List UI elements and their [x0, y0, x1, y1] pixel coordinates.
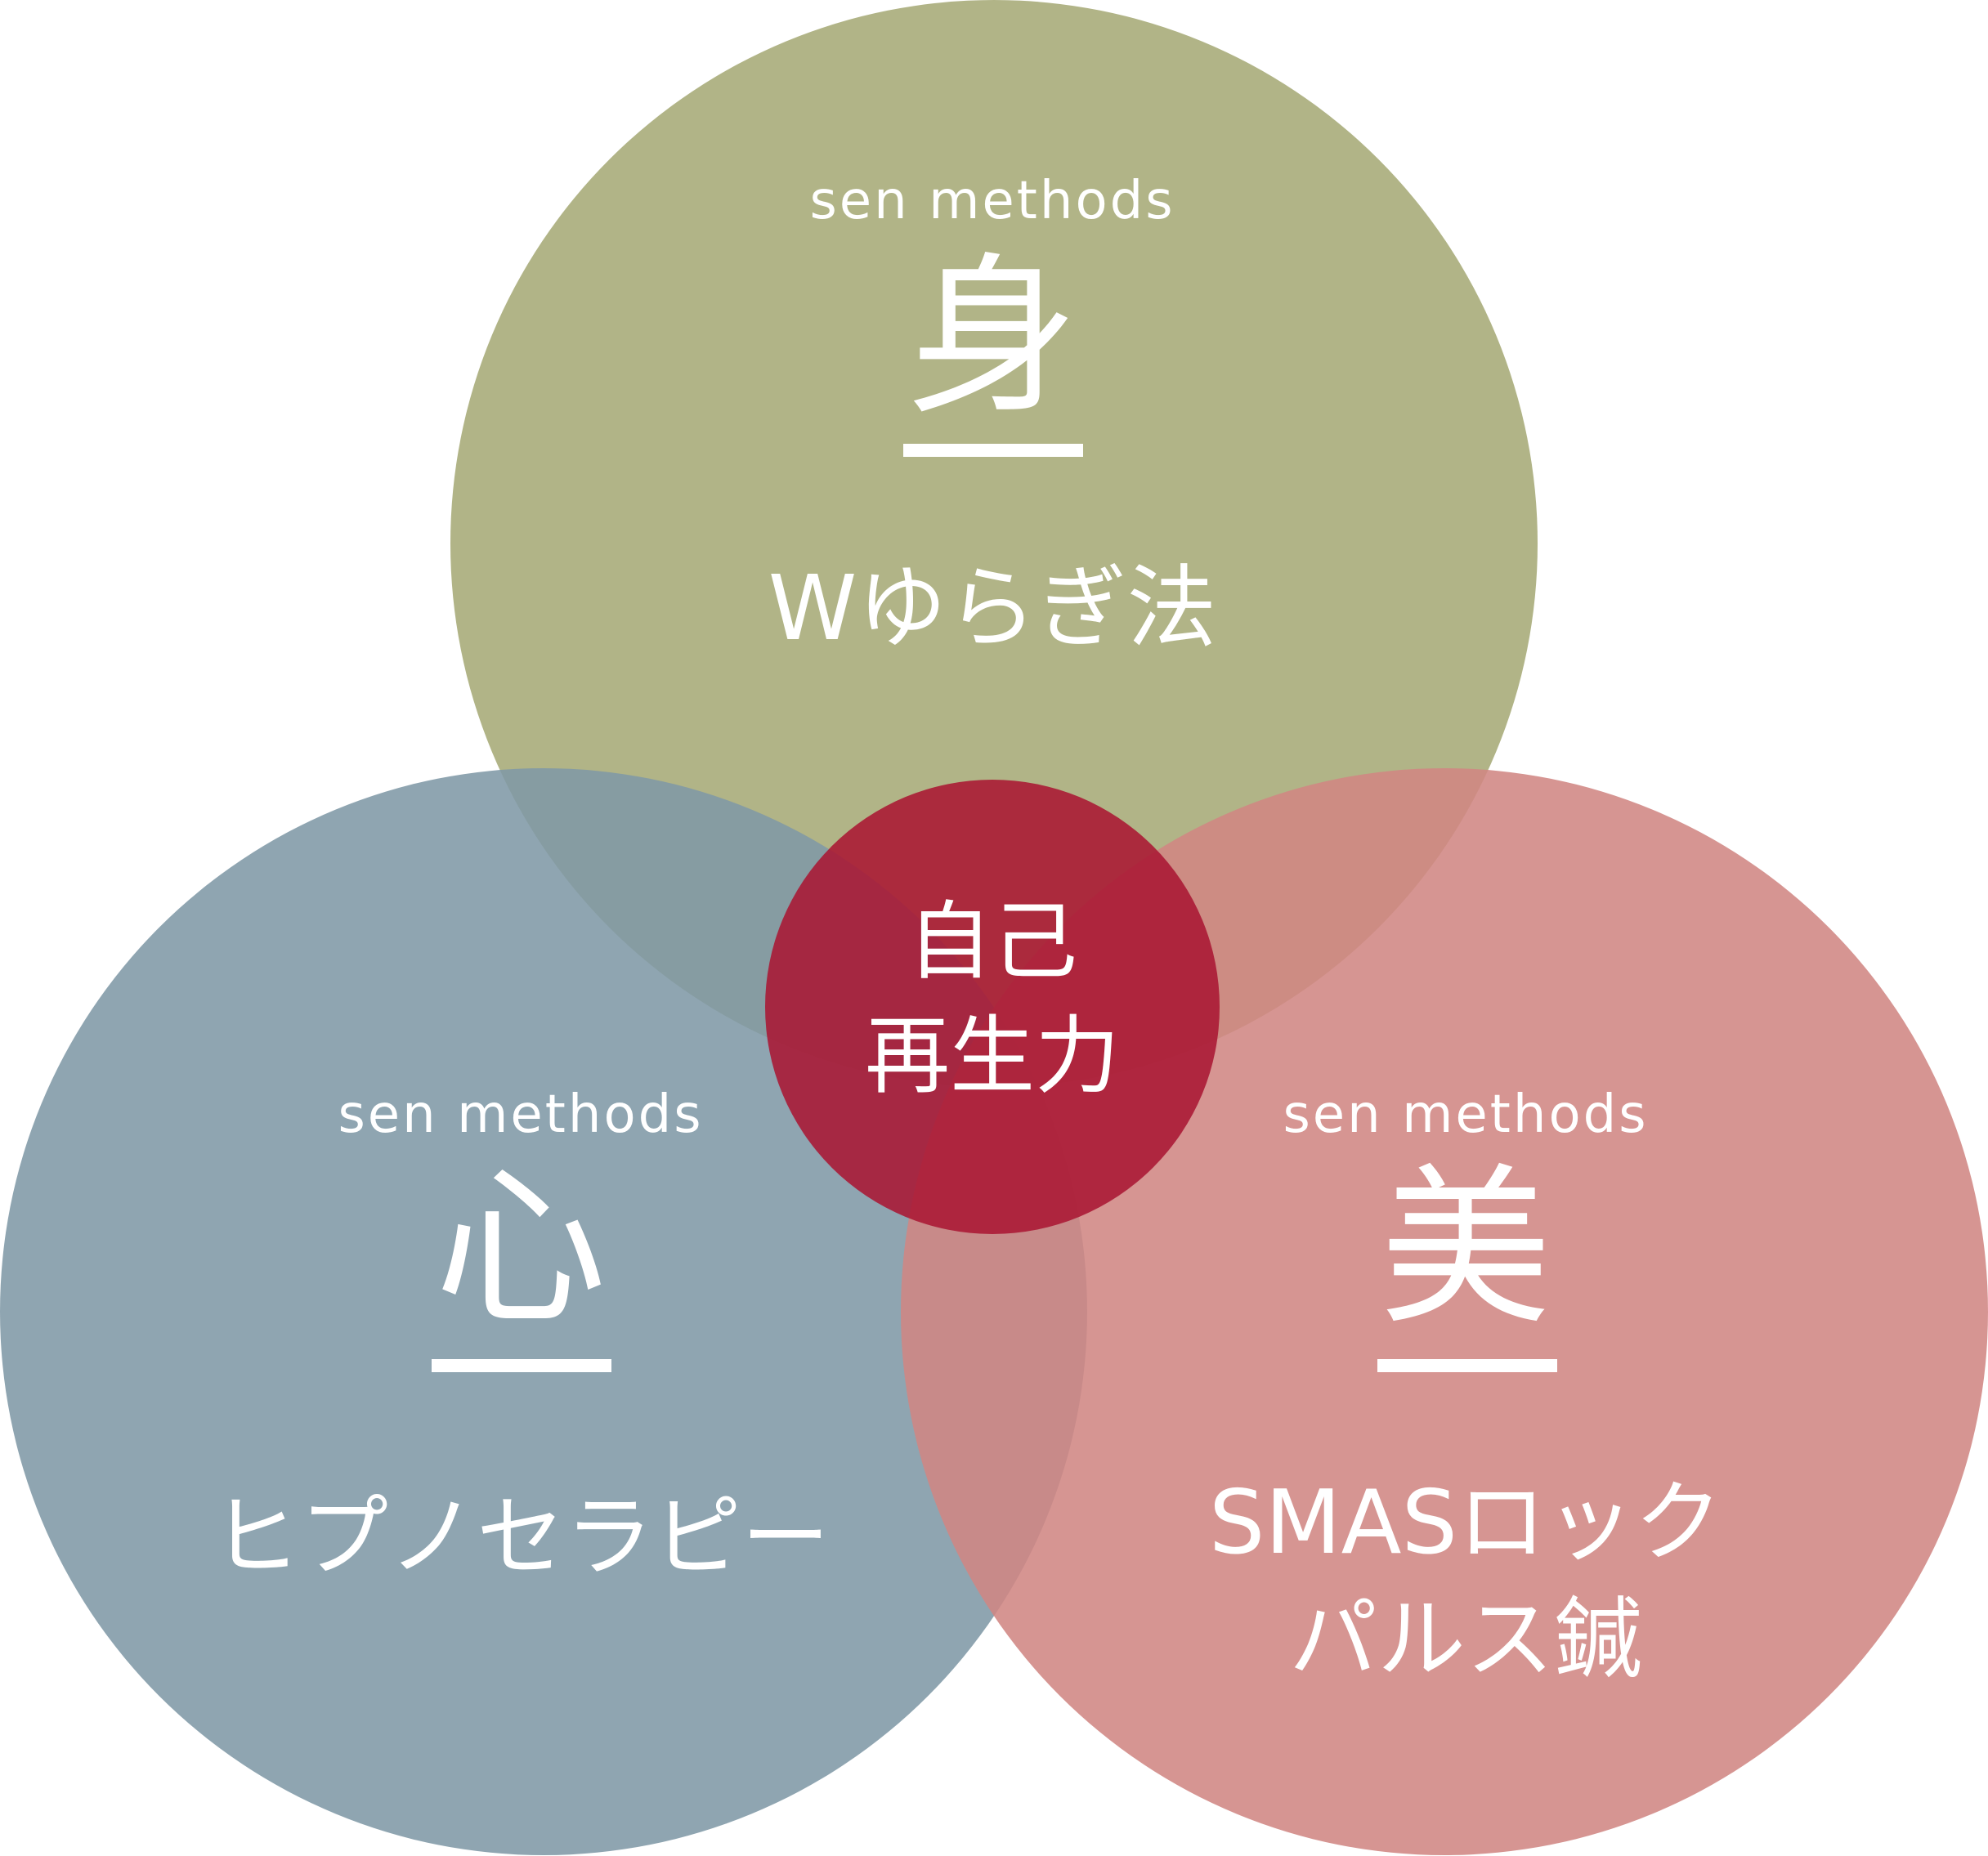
right-method-2: パルス鍼: [1289, 1589, 1642, 1691]
top-method-1: Wゆらぎ法: [768, 556, 1217, 660]
right-divider: [1377, 1359, 1557, 1372]
right-circle-labels: sen methods 美 SMASロック パルス鍼: [1209, 1085, 1722, 1691]
left-divider: [432, 1359, 611, 1372]
right-kanji: 美: [1380, 1148, 1551, 1348]
circle-center: [765, 780, 1220, 1234]
top-kanji: 身: [907, 237, 1078, 437]
top-caption: sen methods: [809, 171, 1175, 231]
left-caption: sen methods: [338, 1085, 703, 1145]
center-line-1: 自己: [907, 892, 1077, 991]
right-method-1: SMASロック: [1209, 1472, 1722, 1574]
right-caption: sen methods: [1283, 1085, 1648, 1145]
center-labels: 自己 再生力: [865, 892, 1120, 1106]
center-line-2: 再生力: [865, 1006, 1120, 1106]
left-kanji: 心: [435, 1148, 607, 1348]
top-circle-labels: sen methods 身 Wゆらぎ法: [768, 171, 1217, 660]
top-divider: [903, 444, 1083, 457]
left-circle-labels: sen methods 心 ヒプノセラピー: [212, 1085, 830, 1589]
left-method-1: ヒプノセラピー: [212, 1487, 830, 1589]
